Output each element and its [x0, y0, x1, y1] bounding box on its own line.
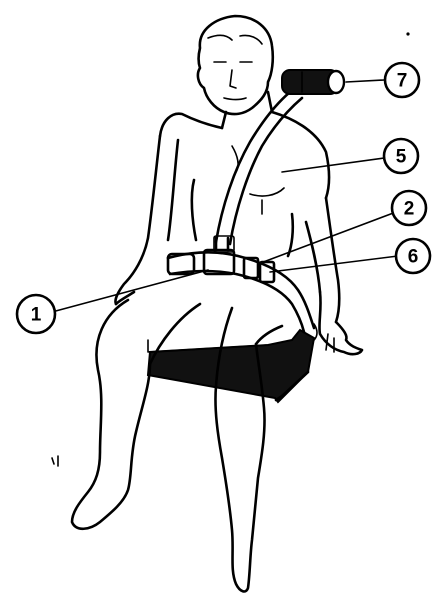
head — [198, 16, 273, 114]
callout-6-label: 6 — [408, 247, 419, 268]
left-arm — [115, 136, 178, 304]
callout-5: 5 — [384, 139, 418, 173]
callout-7-label: 7 — [397, 71, 408, 92]
callout-5-label: 5 — [396, 147, 407, 168]
callout-6: 6 — [396, 239, 430, 273]
callout-1-label: 1 — [31, 305, 42, 326]
harness — [168, 92, 317, 340]
right-arm — [306, 198, 362, 354]
callout-2-label: 2 — [404, 199, 415, 220]
seat — [148, 330, 314, 402]
oxygen-canister — [282, 70, 344, 94]
callout-7: 7 — [385, 63, 419, 97]
callout-2: 2 — [392, 191, 426, 225]
callout-1: 1 — [17, 295, 55, 333]
legs — [72, 300, 282, 591]
torso — [160, 92, 329, 256]
